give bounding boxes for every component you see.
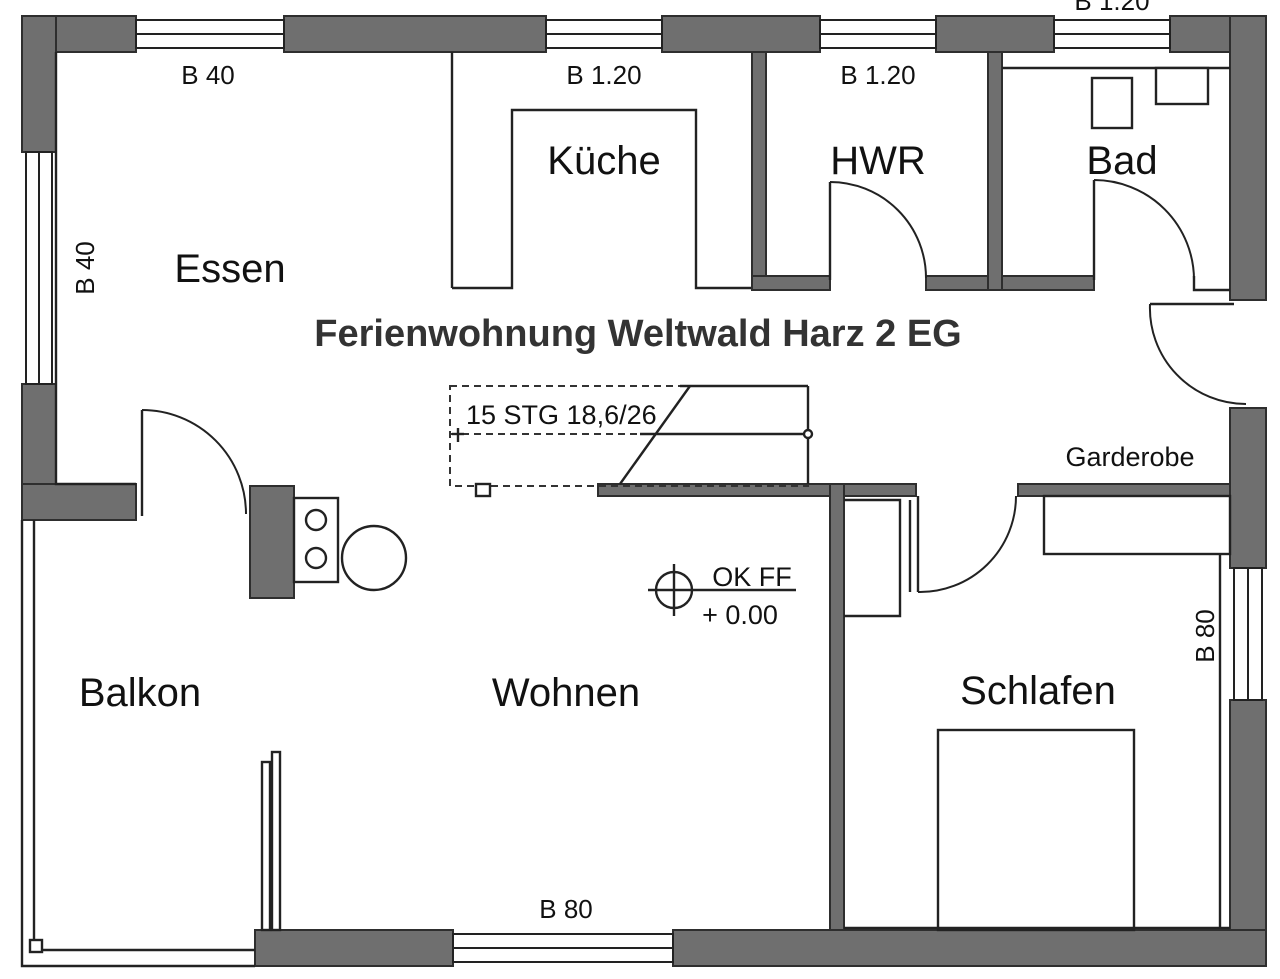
- dim-hwr-top: B 1.20: [840, 60, 915, 90]
- stove-burner-2: [304, 546, 328, 570]
- level-marker: [648, 564, 796, 616]
- level-marker-line2: + 0.00: [702, 600, 778, 630]
- stairs-label: 15 STG 18,6/26: [466, 400, 657, 430]
- dim-schlafen-right: B 80: [1190, 609, 1220, 663]
- dim-essen-left: B 40: [70, 241, 100, 295]
- door-swing-schlafen: [917, 495, 1017, 594]
- wall-right-lower: [1229, 699, 1267, 967]
- wall-garderobe-top: [1017, 483, 1231, 497]
- balkon-outline: [20, 520, 255, 968]
- doors: [140, 179, 1247, 594]
- wall-right-upper: [1229, 15, 1267, 301]
- room-label-schlafen: Schlafen: [960, 669, 1116, 713]
- door-swing-bad: [1093, 179, 1195, 281]
- room-label-balkon: Balkon: [79, 671, 201, 715]
- bad-fixture-2: [1154, 66, 1210, 106]
- stove-round-table: [340, 524, 408, 592]
- door-swing-hwr: [829, 181, 927, 279]
- wall-top-mid-1: [283, 15, 547, 53]
- stove-burner-1: [304, 508, 328, 532]
- room-label-wohnen: Wohnen: [492, 671, 640, 715]
- door-swing-entrance: [1148, 303, 1247, 406]
- room-label-bad: Bad: [1086, 139, 1157, 183]
- wall-top-mid-3: [935, 15, 1055, 53]
- wall-hwr-left: [751, 51, 767, 291]
- room-label-essen: Essen: [174, 247, 285, 291]
- chimney: [249, 485, 295, 599]
- dim-essen-top: B 40: [181, 60, 235, 90]
- wall-right-mid: [1229, 407, 1267, 569]
- dim-kueche-top: B 1.20: [566, 60, 641, 90]
- schlafen-bed: [936, 728, 1136, 932]
- room-label-hwr: HWR: [830, 139, 926, 183]
- kitchen-counter: [452, 108, 752, 290]
- wall-essen-ledge: [21, 483, 137, 521]
- wall-hwr-bottom: [751, 275, 831, 291]
- level-marker-line1: OK FF: [712, 562, 792, 592]
- interior-walls: [20, 51, 1232, 968]
- door-swing-essen: [141, 409, 247, 515]
- stairs: [449, 384, 814, 498]
- stove: [249, 485, 408, 599]
- room-label-kueche: Küche: [547, 139, 660, 183]
- schlafen-wardrobe: [1042, 494, 1232, 556]
- room-label-garderobe: Garderobe: [1065, 442, 1194, 472]
- dim-wohnen-bottom: B 80: [539, 894, 593, 924]
- bad-fixture-1: [1090, 76, 1134, 130]
- plan-title: Ferienwohnung Weltwald Harz 2 EG: [314, 313, 961, 355]
- wall-hwr-bad: [987, 51, 1003, 291]
- wall-top-mid-2: [661, 15, 821, 53]
- windows: [25, 19, 1263, 963]
- exterior-walls: [21, 15, 1267, 967]
- wall-left-upper: [21, 15, 57, 153]
- wall-bad-bottom: [1001, 275, 1095, 291]
- balkon-sliding-door: [260, 760, 272, 932]
- labels: B 40 B 1.20 B 1.20 B 1.20 B 40 B 80 B 80…: [70, 0, 1220, 924]
- wall-bottom-left: [254, 929, 454, 967]
- wall-wohnen-schlafen: [829, 483, 845, 931]
- wall-bottom-right: [672, 929, 1267, 967]
- dim-bad-top: B 1.20: [1074, 0, 1149, 16]
